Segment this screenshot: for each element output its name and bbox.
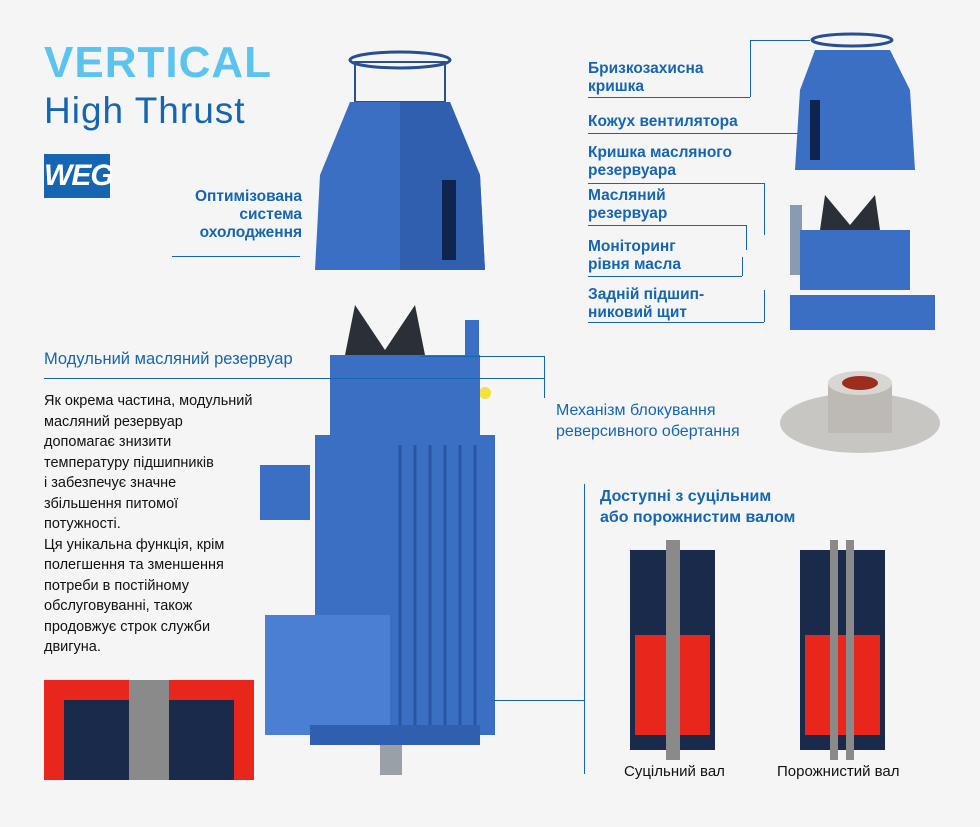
motor-image	[260, 305, 495, 775]
subtitle: High Thrust	[44, 90, 246, 131]
caption-solid-shaft: Суцільний вал	[624, 763, 725, 780]
weg-logo: WEG	[44, 154, 114, 198]
tank-cutaway-image	[44, 680, 254, 780]
label-cooling: Оптимізована система охолодження	[194, 188, 302, 241]
caption-hollow-shaft: Порожнистий вал	[777, 763, 900, 780]
reverse-lock-image	[780, 371, 940, 453]
fan-cover-image	[315, 50, 485, 270]
hollow-shaft-image	[800, 540, 885, 760]
label-modular-tank: Модульний масляний резервуар	[44, 350, 293, 368]
exploded-view-image	[790, 32, 935, 330]
label-rear-shield: Задній підшип-никовий щит	[588, 286, 705, 321]
title: VERTICAL	[44, 38, 272, 87]
solid-shaft-image	[630, 540, 715, 760]
label-fan-cover: Кожух вентилятора	[588, 113, 738, 130]
